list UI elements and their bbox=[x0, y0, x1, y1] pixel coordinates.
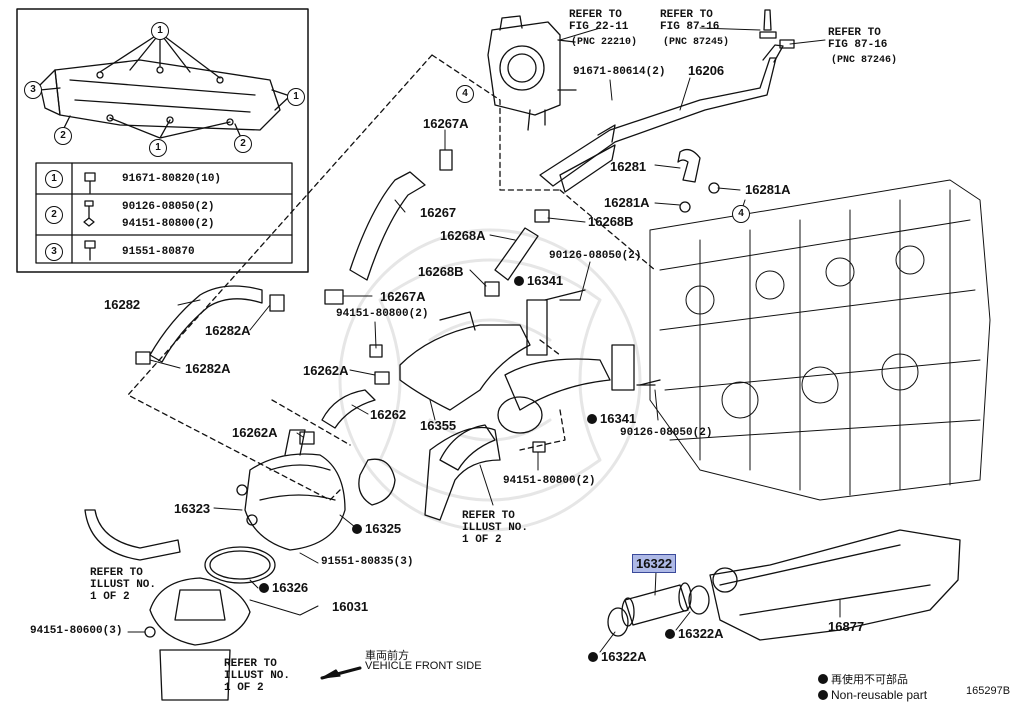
legend-callout-1c: 1 bbox=[149, 139, 167, 157]
vehicle-front-jp: 車両前方 bbox=[365, 650, 409, 662]
legend-callout-1b: 1 bbox=[287, 88, 305, 106]
throttle-body bbox=[487, 15, 577, 131]
cover-16877 bbox=[709, 529, 961, 641]
part-16262A-a: 16262A bbox=[303, 363, 349, 378]
part-16281: 16281 bbox=[610, 159, 647, 174]
legend-row2-part-b: 94151-80800(2) bbox=[122, 218, 215, 230]
watermark-emblem bbox=[338, 228, 642, 532]
ref-fig-22-11-pnc: (PNC 22210) bbox=[571, 37, 638, 48]
hose-16262 bbox=[299, 371, 390, 445]
legend-row3-part: 91551-80870 bbox=[122, 246, 195, 258]
vehicle-front-en: VEHICLE FRONT SIDE bbox=[365, 660, 482, 672]
part-94151-80600: 94151-80600(3) bbox=[30, 625, 123, 637]
legend-row2-number: 2 bbox=[45, 206, 63, 224]
part-16877: 16877 bbox=[828, 619, 865, 634]
legend-callout-2a: 2 bbox=[54, 127, 72, 145]
legend-box bbox=[16, 8, 309, 273]
part-16206: 16206 bbox=[688, 63, 725, 78]
part-90126-mid: 90126-08050(2) bbox=[620, 427, 713, 439]
part-16262A-b: 16262A bbox=[232, 425, 278, 440]
part-16282: 16282 bbox=[104, 297, 141, 312]
ref-fig-87-16-b: REFER TO FIG 87-16 bbox=[828, 27, 888, 51]
ref-fig-87-16-a: REFER TO FIG 87-16 bbox=[660, 9, 720, 33]
nonreuse-note-en: Non-reusable part bbox=[818, 688, 927, 702]
legend-row1-number: 1 bbox=[45, 170, 63, 188]
part-16031: 16031 bbox=[332, 599, 369, 614]
part-16322A-a: 16322A bbox=[665, 626, 724, 641]
callout-4-right: 4 bbox=[732, 205, 750, 223]
part-16268B-b: 16268B bbox=[418, 264, 464, 279]
legend-callout-3: 3 bbox=[24, 81, 42, 99]
clamps-center bbox=[324, 289, 383, 358]
part-16282A-b: 16282A bbox=[185, 361, 231, 376]
part-16322-highlighted[interactable]: 16322 bbox=[632, 554, 677, 573]
part-16325: 16325 bbox=[352, 521, 401, 536]
part-16323: 16323 bbox=[174, 501, 211, 516]
ref-fig-87-16-a-pnc: (PNC 87245) bbox=[663, 37, 730, 48]
part-91671-80614: 91671-80614(2) bbox=[573, 66, 666, 78]
part-16341-mid: 16341 bbox=[587, 411, 636, 426]
inlet-housing bbox=[236, 429, 396, 551]
engine-block bbox=[649, 179, 991, 501]
part-16322A-b: 16322A bbox=[588, 649, 647, 664]
part-16281A-left: 16281A bbox=[604, 195, 650, 210]
legend-callout-1: 1 bbox=[151, 22, 169, 40]
ref-illust-left: REFER TO ILLUST NO. 1 OF 2 bbox=[90, 567, 157, 603]
left-hose bbox=[84, 509, 181, 561]
part-16268B: 16268B bbox=[588, 214, 634, 229]
dashed-boundary bbox=[127, 54, 656, 501]
part-91551-80835: 91551-80835(3) bbox=[321, 556, 414, 568]
water-outlet bbox=[399, 299, 656, 434]
ref-fig-87-16-b-pnc: (PNC 87246) bbox=[831, 55, 898, 66]
water-pipe bbox=[539, 9, 795, 193]
pipe-16322 bbox=[607, 582, 710, 637]
part-94151-mid: 94151-80800(2) bbox=[503, 475, 596, 487]
part-16326: 16326 bbox=[259, 580, 308, 595]
hose-16281 bbox=[677, 148, 720, 213]
part-16355: 16355 bbox=[420, 418, 457, 433]
legend-table bbox=[35, 162, 293, 264]
part-16268A: 16268A bbox=[440, 228, 486, 243]
gasket-16326 bbox=[204, 546, 276, 584]
part-16341-top: 16341 bbox=[514, 273, 563, 288]
part-94151-top: 94151-80800(2) bbox=[336, 308, 429, 320]
manifold-sketch bbox=[39, 32, 291, 141]
callout-4-top: 4 bbox=[456, 85, 474, 103]
hose-center-bottom bbox=[424, 426, 501, 521]
legend-callout-2b: 2 bbox=[234, 135, 252, 153]
part-16262: 16262 bbox=[370, 407, 407, 422]
part-90126-top: 90126-08050(2) bbox=[549, 250, 642, 262]
legend-row2-part-a: 90126-08050(2) bbox=[122, 201, 215, 213]
diagram-code: 165297B bbox=[966, 685, 1011, 697]
hose-16268A bbox=[484, 209, 550, 297]
ref-illust-bottom: REFER TO ILLUST NO. 1 OF 2 bbox=[224, 658, 291, 694]
legend-row3-number: 3 bbox=[45, 243, 63, 261]
ref-fig-22-11: REFER TO FIG 22-11 bbox=[569, 9, 629, 33]
nonreuse-note-jp: 再使用不可部品 bbox=[818, 671, 908, 687]
part-16267: 16267 bbox=[420, 205, 457, 220]
part-16267A-b: 16267A bbox=[380, 289, 426, 304]
ref-illust-center: REFER TO ILLUST NO. 1 OF 2 bbox=[462, 510, 529, 546]
leader-lines bbox=[127, 27, 841, 653]
part-16282A-a: 16282A bbox=[205, 323, 251, 338]
legend-row1-part: 91671-80820(10) bbox=[122, 173, 222, 185]
part-16267A-top: 16267A bbox=[423, 116, 469, 131]
hose-16267 bbox=[349, 149, 453, 281]
part-16281A-right: 16281A bbox=[745, 182, 791, 197]
thermostat bbox=[144, 577, 251, 701]
bypass-hose bbox=[439, 424, 496, 471]
